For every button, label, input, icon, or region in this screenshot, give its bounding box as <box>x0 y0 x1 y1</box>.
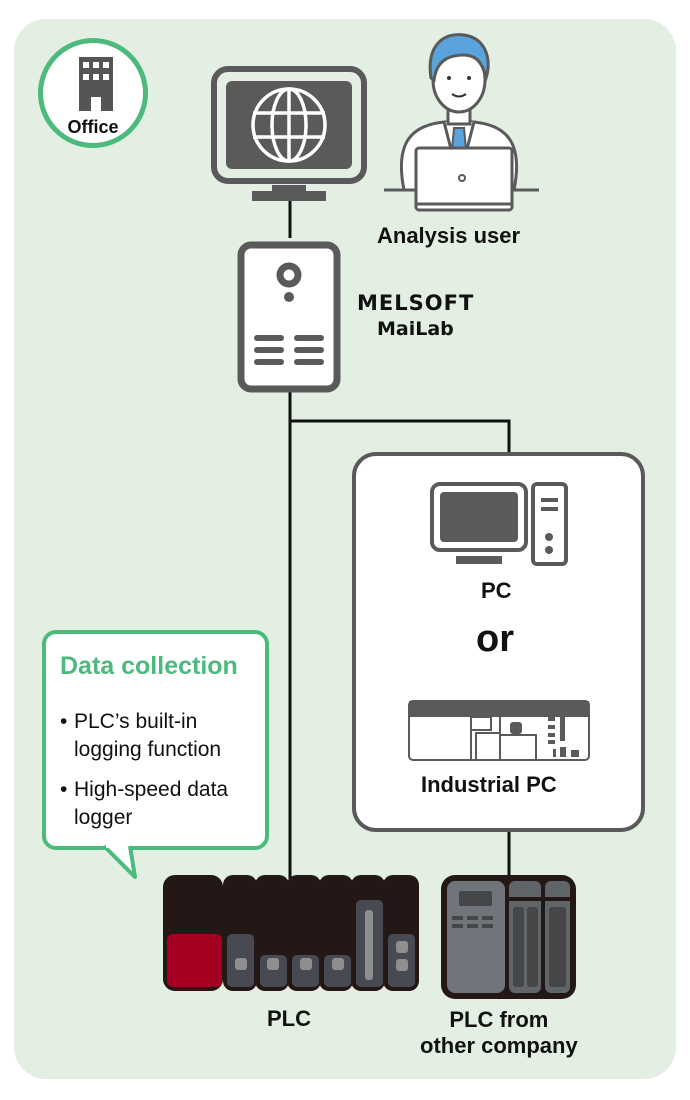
callout-tail <box>102 844 137 879</box>
mailab-label: MaiLab <box>377 318 454 340</box>
analysis-user-label: Analysis user <box>377 223 521 248</box>
bullet: • <box>60 710 68 733</box>
bullet: • <box>60 778 68 801</box>
plc-icon <box>163 875 419 991</box>
industrial-pc-icon <box>408 700 590 761</box>
server-icon <box>237 241 341 393</box>
office-label: Office <box>67 117 119 137</box>
plc-label: PLC <box>267 1006 311 1031</box>
connector-branch-pcbox <box>290 419 511 455</box>
office-badge: Office <box>38 38 148 148</box>
desktop-pc-icon <box>430 482 568 566</box>
melsoft-mailab-label: MELSOFT MaiLab <box>357 290 474 342</box>
person-laptop-icon <box>384 33 539 212</box>
globe-icon <box>251 87 327 163</box>
data-collection-callout: Data collection • PLC’s built-in logging f… <box>42 630 269 850</box>
other-company-plc-icon <box>441 875 576 999</box>
item-line: logger <box>74 806 133 829</box>
item-line: logging function <box>74 738 222 761</box>
other-company-plc-label: PLC from other company <box>420 1007 578 1059</box>
other-plc-line1: PLC from <box>449 1007 549 1032</box>
data-collection-item: • High-speed data logger <box>60 776 228 832</box>
data-collection-title: Data collection <box>60 652 238 680</box>
web-monitor-icon <box>211 66 367 201</box>
industrial-pc-label: Industrial PC <box>421 772 557 797</box>
melsoft-label: MELSOFT <box>357 291 475 315</box>
building-icon <box>79 57 113 111</box>
pc-label: PC <box>481 578 512 603</box>
or-label: or <box>476 618 514 660</box>
other-plc-line2: other company <box>420 1033 578 1058</box>
data-collection-item: • PLC’s built-in logging function <box>60 708 221 764</box>
item-line: High-speed data <box>74 778 229 801</box>
item-line: PLC’s built-in <box>74 710 198 733</box>
